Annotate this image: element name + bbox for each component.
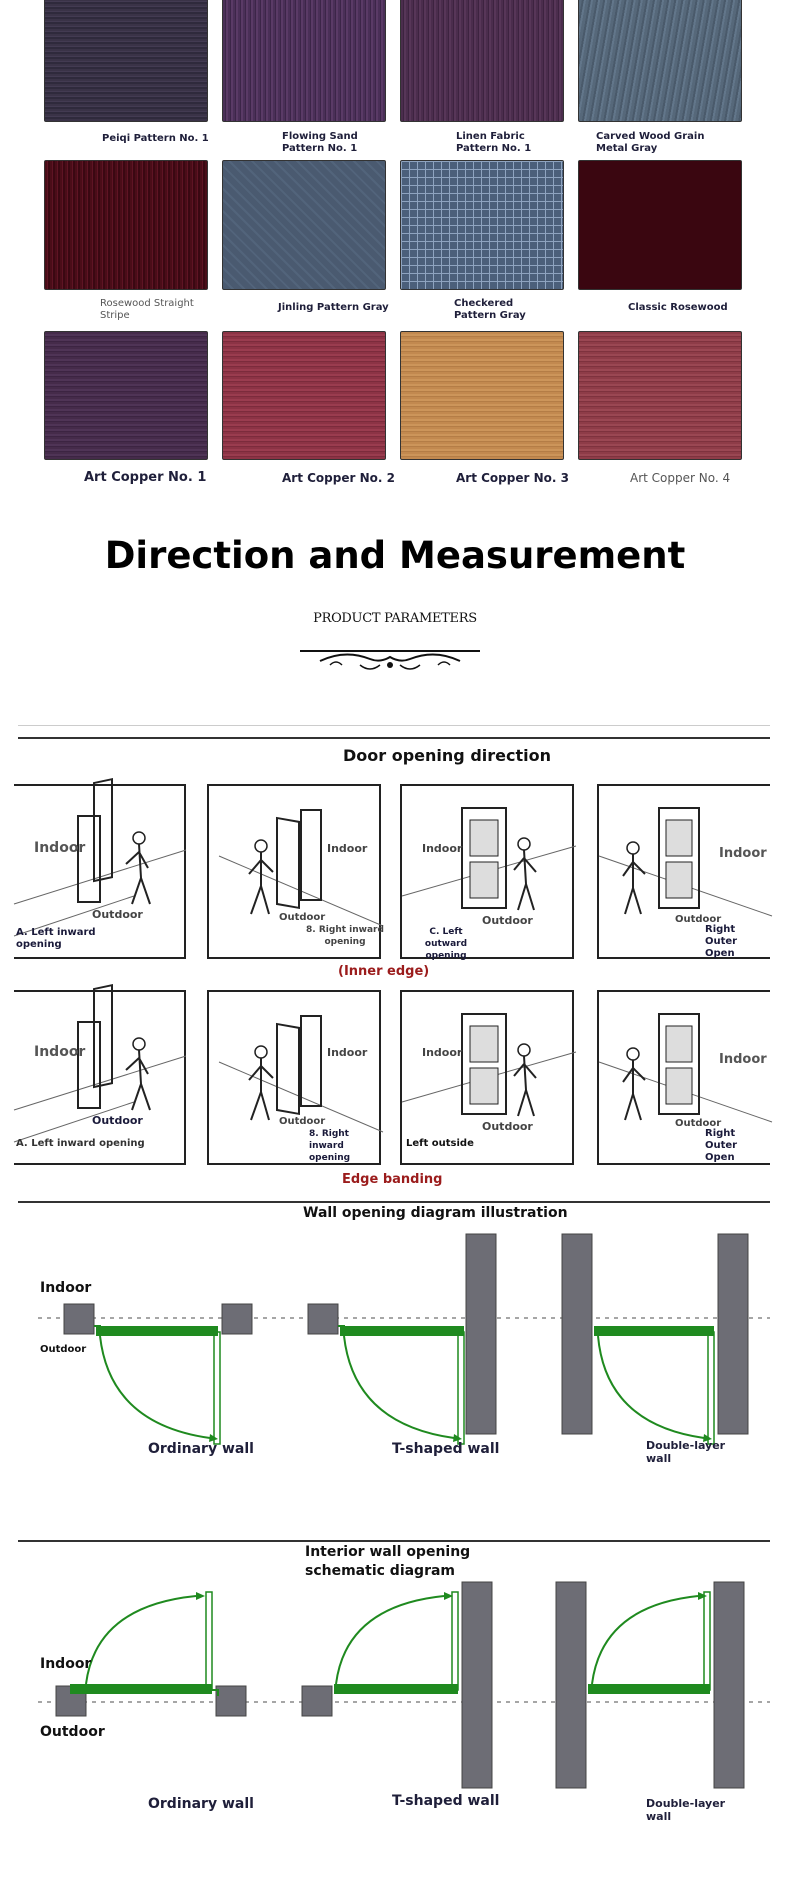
swatch-art-copper-2[interactable] <box>222 331 386 460</box>
door-person-illustration-icon <box>13 983 187 1143</box>
swatch-label: Carved Wood Grain Metal Gray <box>596 131 705 154</box>
indoor-label: Indoor <box>327 1046 368 1059</box>
interior-wall-diagram <box>38 1581 770 1789</box>
swatch-art-copper-1[interactable] <box>44 331 208 460</box>
swatch-classic-rosewood[interactable] <box>578 160 742 290</box>
divider <box>18 1201 770 1203</box>
outdoor-label: Outdoor <box>675 1118 722 1129</box>
door-person-illustration-icon <box>401 1013 577 1117</box>
indoor-label: Indoor <box>422 1046 463 1059</box>
door-caption: Right Outer Open <box>705 1128 738 1163</box>
divider <box>18 737 770 739</box>
swatch-checkered-gray[interactable] <box>400 160 564 290</box>
swatch-label: Classic Rosewood <box>628 302 728 313</box>
edge-banding-note: Edge banding <box>342 1172 443 1187</box>
indoor-label: Indoor <box>719 846 767 861</box>
outdoor-label: Outdoor <box>279 912 326 923</box>
indoor-label: Indoor <box>34 840 86 856</box>
outdoor-label: Outdoor <box>482 914 533 927</box>
double-layer-wall-label: Double-layer wall <box>646 1797 726 1823</box>
indoor-label: Indoor <box>34 1044 86 1060</box>
swatch-jinling-gray[interactable] <box>222 160 386 290</box>
double-layer-wall-label: Double-layer wall <box>646 1439 726 1465</box>
wall-opening-title: Wall opening diagram illustration <box>303 1205 568 1221</box>
door-person-illustration-icon <box>218 1015 384 1133</box>
outdoor-label: Outdoor <box>675 914 722 925</box>
indoor-label: Indoor <box>40 1656 92 1672</box>
door-diagram-right-inward: Indoor Outdoor 8. Right inward opening <box>207 784 384 959</box>
outdoor-label: Outdoor <box>92 1114 143 1127</box>
t-shaped-wall-label: T-shaped wall <box>392 1441 500 1457</box>
door-person-illustration-icon <box>598 1013 773 1123</box>
door-caption: A. Left inward opening <box>16 1138 145 1149</box>
swatch-label: Jinling Pattern Gray <box>278 302 389 313</box>
indoor-label: Indoor <box>422 842 463 855</box>
swatch-label: Peiqi Pattern No. 1 <box>102 133 209 144</box>
swatch-label: Art Copper No. 2 <box>282 471 395 485</box>
swatch-peiqi[interactable] <box>44 0 208 122</box>
swatch-label: Rosewood Straight Stripe <box>100 298 194 321</box>
t-shaped-wall-label: T-shaped wall <box>392 1793 500 1809</box>
swatch-linen-fabric[interactable] <box>400 0 564 122</box>
swatch-flowing-sand[interactable] <box>222 0 386 122</box>
swatch-label: Checkered Pattern Gray <box>454 298 526 321</box>
door-diagram-left-outward: Indoor Outdoor C. Left outward opening <box>400 784 577 961</box>
swatch-art-copper-4[interactable] <box>578 331 742 460</box>
outdoor-label: Outdoor <box>482 1120 533 1133</box>
wall-opening-diagram <box>38 1233 770 1445</box>
door-diagram-right-outward: Indoor Outdoor Right Outer Open <box>597 784 773 959</box>
interior-wall-title: Interior wall opening schematic diagram <box>305 1544 471 1579</box>
outdoor-label: Outdoor <box>92 908 143 921</box>
door-diagram-right-outer-2: Indoor Outdoor Right Outer Open <box>597 990 773 1165</box>
door-person-illustration-icon <box>401 807 577 911</box>
divider <box>18 725 770 726</box>
outdoor-label: Outdoor <box>40 1724 105 1740</box>
page-title: Direction and Measurement <box>104 534 686 577</box>
swatch-label: Art Copper No. 3 <box>456 471 569 485</box>
door-caption: Left outside <box>406 1138 474 1149</box>
door-diagram-right-inward-2: Indoor Outdoor 8. Right inward opening <box>207 990 384 1165</box>
door-caption: Right Outer Open <box>705 924 738 959</box>
swatch-label: Art Copper No. 1 <box>84 470 207 485</box>
divider <box>18 1540 770 1542</box>
swatch-carved-wood[interactable] <box>578 0 742 122</box>
outdoor-label: Outdoor <box>40 1344 87 1355</box>
door-person-illustration-icon <box>598 807 773 917</box>
ordinary-wall-label: Ordinary wall <box>148 1796 254 1812</box>
door-diagram-left-inward-2: Indoor Outdoor A. Left inward opening <box>13 983 187 1165</box>
door-caption: 8. Right inward opening <box>306 925 384 947</box>
door-caption: C. Left outward opening <box>424 927 468 961</box>
indoor-label: Indoor <box>327 842 368 855</box>
outdoor-label: Outdoor <box>279 1116 326 1127</box>
swatch-label: Art Copper No. 4 <box>630 471 731 485</box>
door-person-illustration-icon <box>13 777 187 937</box>
ordinary-wall-label: Ordinary wall <box>148 1441 254 1457</box>
inner-edge-note: (Inner edge) <box>338 964 430 979</box>
swatch-rosewood-stripe[interactable] <box>44 160 208 290</box>
indoor-label: Indoor <box>40 1280 92 1296</box>
swatch-label: Flowing Sand Pattern No. 1 <box>282 131 358 154</box>
door-diagram-left-inward: Indoor Outdoor A. Left inward opening <box>13 777 187 959</box>
door-direction-title: Door opening direction <box>343 746 551 765</box>
door-caption: 8. Right inward opening <box>309 1129 351 1163</box>
indoor-label: Indoor <box>719 1052 767 1067</box>
door-person-illustration-icon <box>218 809 384 927</box>
swatch-label: Linen Fabric Pattern No. 1 <box>456 131 532 154</box>
ornament-divider-icon <box>300 650 480 670</box>
swatch-art-copper-3[interactable] <box>400 331 564 460</box>
door-diagram-left-outside: Indoor Outdoor Left outside <box>400 990 577 1165</box>
product-parameters-label: PRODUCT PARAMETERS <box>313 611 477 626</box>
door-caption: A. Left inward opening <box>16 927 96 950</box>
